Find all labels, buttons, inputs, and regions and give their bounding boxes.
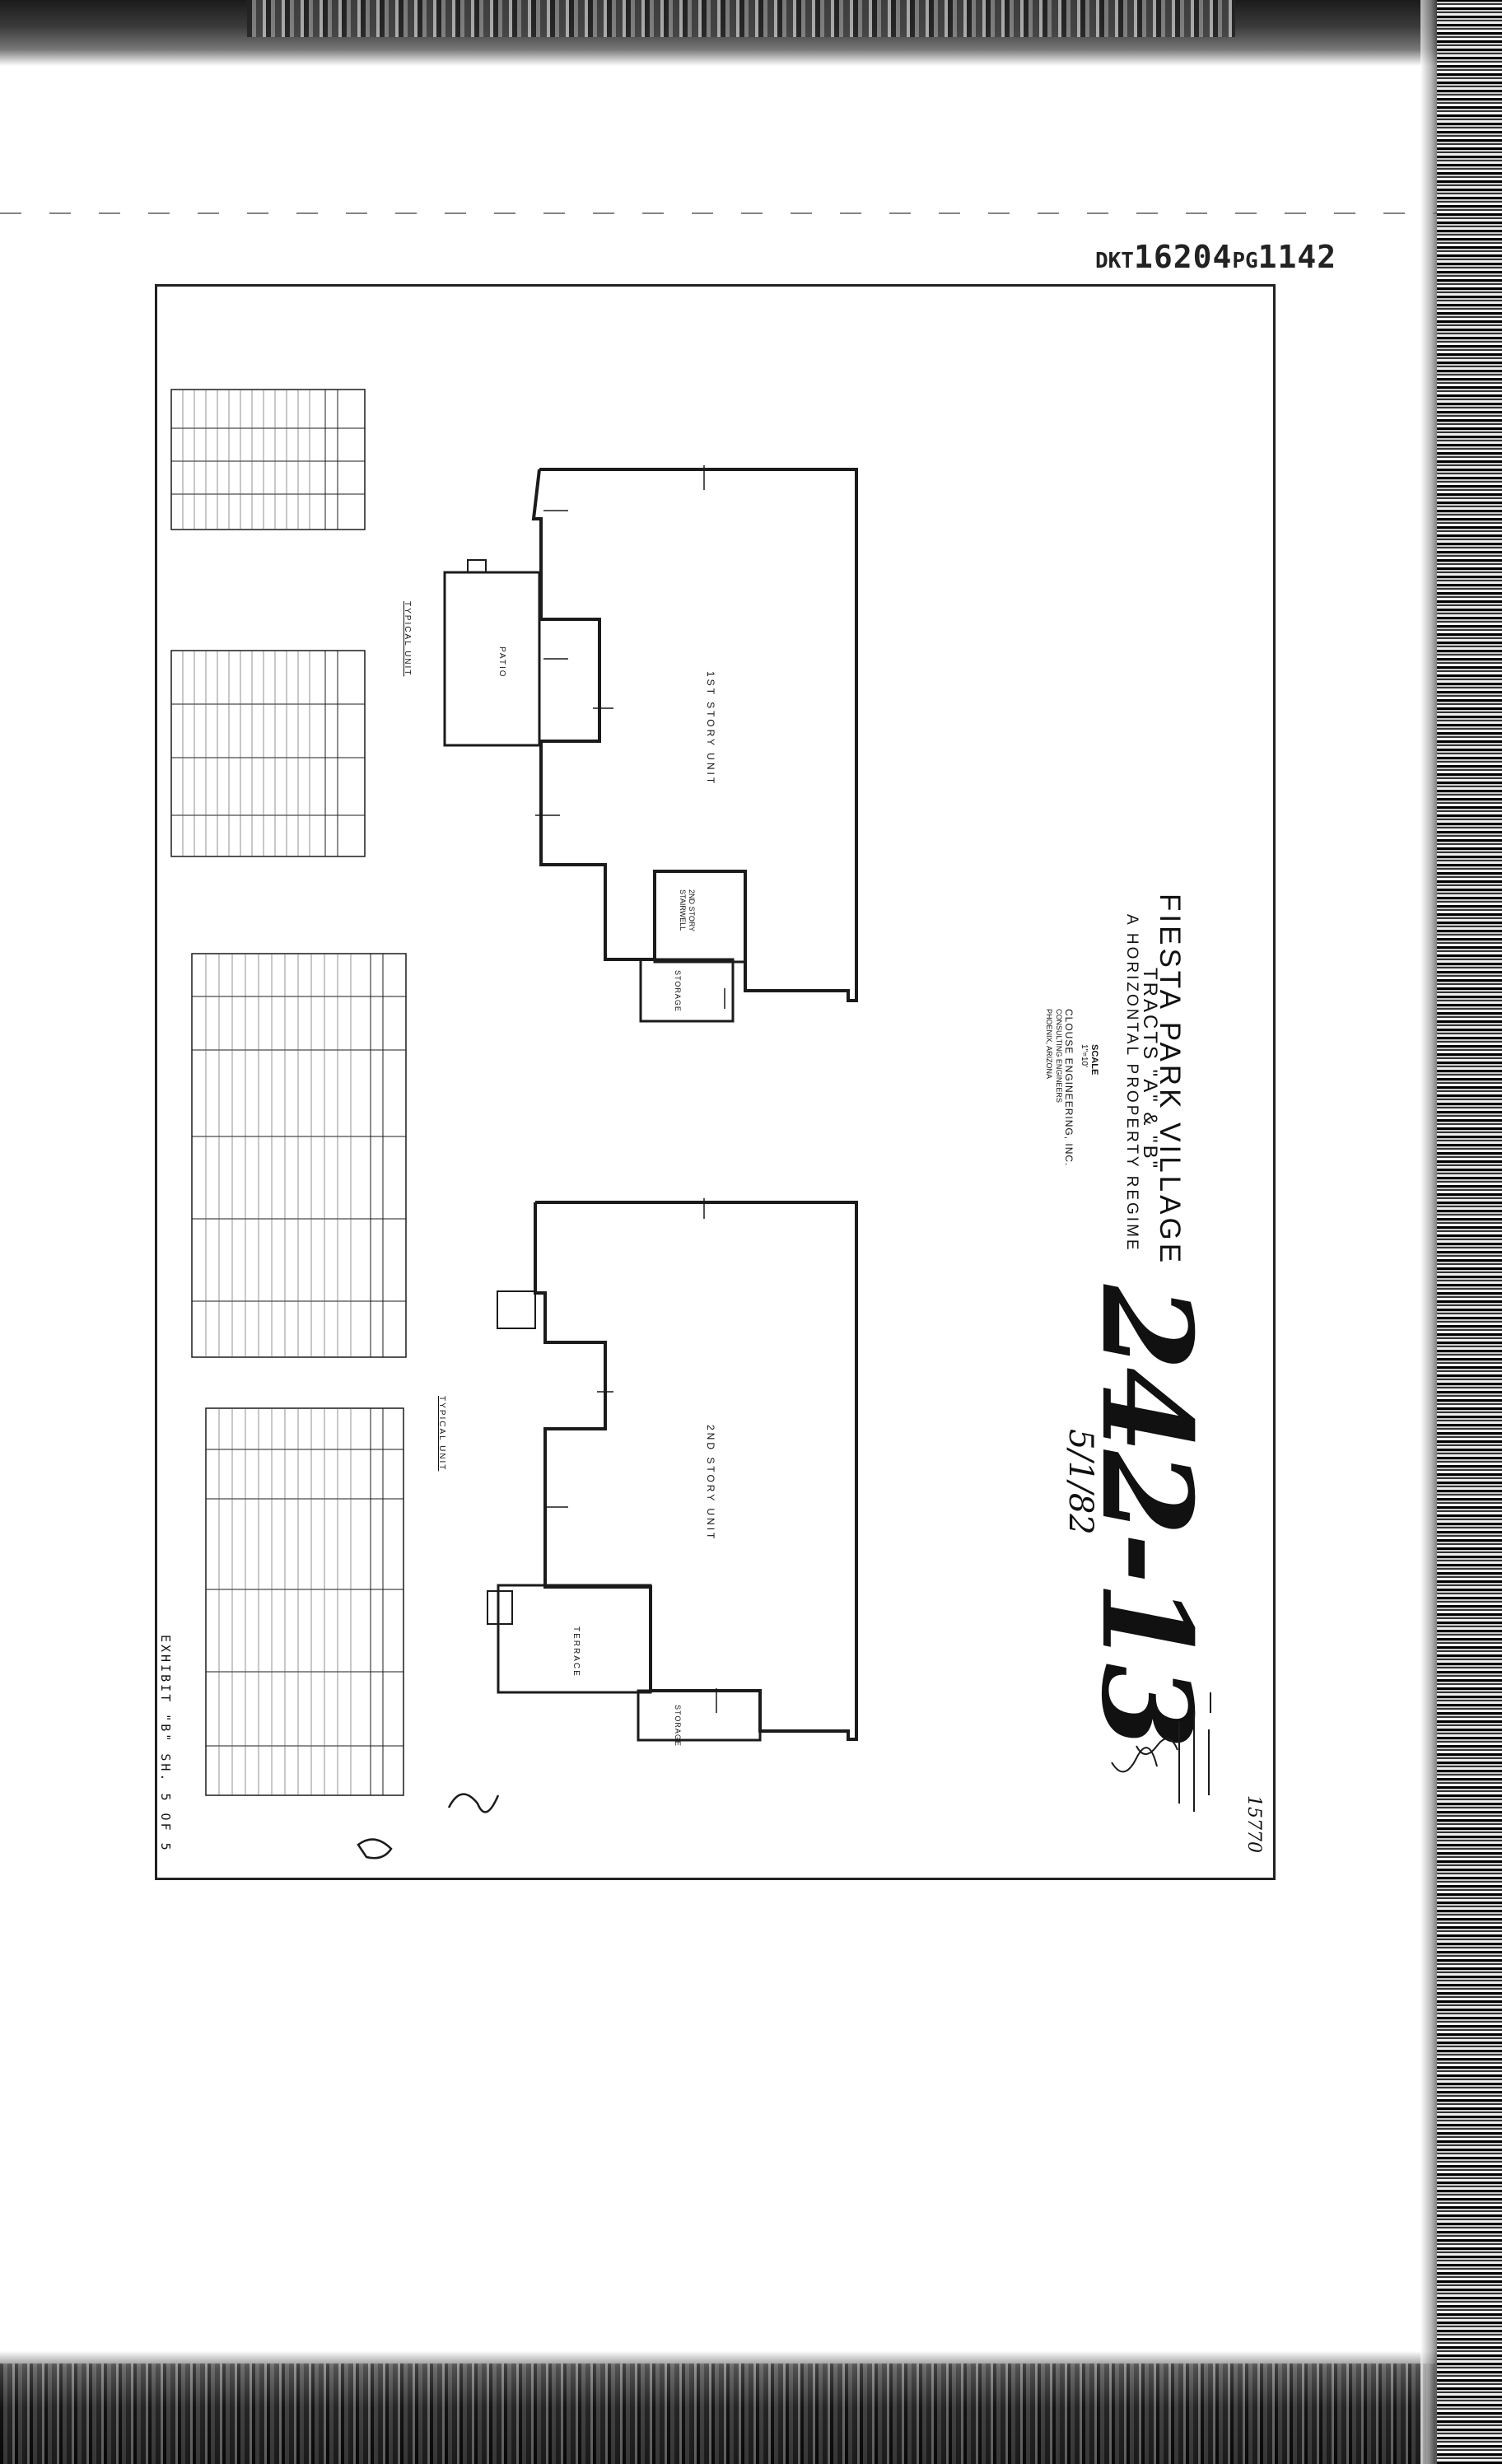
second-floor-plan — [487, 1201, 858, 1742]
terrace-step — [487, 1590, 513, 1625]
scan-border-right — [1437, 0, 1502, 2464]
plan-dimension-ticks — [535, 465, 725, 1713]
table-a — [170, 389, 366, 530]
first-floor-plan — [443, 468, 858, 1023]
drawing-sheet — [155, 284, 1276, 1880]
patio-step — [467, 559, 487, 572]
terrace-outline — [497, 1584, 652, 1694]
first-storage-outline — [639, 958, 735, 1023]
docket-page: 1142 — [1257, 239, 1337, 275]
scan-noise-top — [247, 0, 1235, 37]
scan-edge-right-shadow — [1420, 0, 1439, 2464]
second-storage-outline — [637, 1689, 762, 1742]
table-row-hatching — [182, 390, 352, 1795]
second-plan-bump — [497, 1290, 536, 1329]
scan-dashed-line — [0, 212, 1437, 214]
patio-outline — [443, 571, 541, 747]
docket-prefix: DKT — [1095, 249, 1134, 273]
first-plan-outline — [531, 468, 858, 1002]
table-c — [191, 953, 407, 1358]
scan-noise-bottom — [0, 2364, 1502, 2464]
table-rules — [171, 390, 406, 1795]
first-table-group — [170, 389, 407, 1796]
docket-page-prefix: PG — [1232, 249, 1258, 273]
stairwell-outline — [653, 870, 747, 964]
docket-stamp: DKT16204PG1142 — [1095, 239, 1375, 280]
docket-number: 16204 — [1133, 239, 1233, 275]
table-b — [170, 650, 366, 857]
second-plan-outline — [534, 1201, 858, 1741]
bottom-scribbles — [357, 1793, 500, 1860]
signature-block — [1111, 1692, 1211, 1812]
table-d — [205, 1407, 404, 1796]
